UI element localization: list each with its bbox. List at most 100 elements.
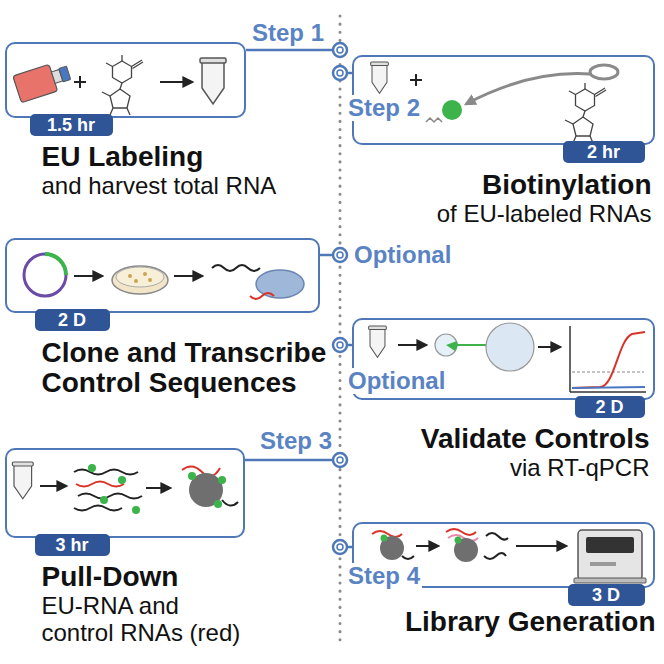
plus-sign [410,74,422,86]
sequencer [578,530,642,580]
leader-line [246,49,333,52]
petri-dish [128,274,132,278]
cell-flask [59,66,71,82]
reaction-well [446,341,457,351]
step-description: of EU-labeled RNAs [410,200,652,227]
qpcr-plot [572,332,645,388]
bead-library [455,537,462,544]
rna-mixture [132,506,140,514]
reaction-well [486,323,534,371]
timeline-dot [337,544,343,550]
arrow [74,275,102,277]
step-description: EU-RNA and control RNAs (red) [42,592,251,646]
tube [371,62,389,93]
duration-label: 2 hr [587,141,620,163]
nucleoside [102,55,143,115]
rna-mixture [74,470,138,475]
tube [12,462,33,499]
duration-tab: 2 D [575,396,645,418]
step-description: and harvest total RNA [42,172,332,199]
step-caption: Biotinylationof EU-labeled RNAs [410,170,652,227]
streptavidin-bead [182,466,238,508]
streptavidin-bead [189,473,223,507]
rna-mixture [88,464,96,472]
timeline-dot [333,338,347,352]
rna-mixture [118,476,126,484]
rna-mixture [76,482,124,487]
sequencer [574,578,646,583]
rna-mixture [78,494,142,499]
streptavidin-bead [188,472,196,480]
duration-label: 2 D [595,396,623,418]
timeline-dot [337,252,343,258]
step-title: Clone and Transcribe Control Sequences [42,338,342,398]
transcription [212,265,304,299]
duration-label: 3 hr [55,534,88,556]
qpcr-plot [570,391,646,393]
duration-label: 3 D [592,584,620,606]
plus-sign [415,74,417,86]
step-description: via RT-qPCR [380,454,650,481]
plasmid [45,254,66,275]
sequencer [574,530,646,583]
bead-library [484,553,506,559]
bead-library [381,535,388,542]
step-label: Step 2 [346,95,422,121]
leader-line [320,254,333,257]
duration-tab: 1.5 hr [30,114,113,136]
bead-library [486,533,508,540]
plasmid [24,254,66,296]
streptavidin-bead [218,476,226,484]
arrow [40,485,66,487]
biotin-azide [426,118,442,122]
step-caption: Library Generation [380,607,656,637]
step-title: Pull-Down [42,562,251,592]
timeline-dot [333,540,347,554]
step-caption: Pull-DownEU-RNA and control RNAs (red) [42,562,251,646]
arrow [398,344,426,346]
timeline-dot [333,248,347,262]
step-label: Step 4 [346,563,422,589]
step-title: Validate Controls [380,424,650,454]
nucleoside [565,83,606,143]
qpcr-plot [570,326,646,392]
step-box: Clone and Transcribe Control Sequences2 … [5,238,320,313]
arrow [516,545,566,547]
step-title: Biotinylation [410,170,652,200]
petri-dish [143,272,147,276]
timeline-dot [337,342,343,348]
duration-label: 2 D [58,309,86,331]
leader-line [245,459,333,462]
step-title: Library Generation [380,607,656,637]
step-caption: Validate Controlsvia RT-qPCR [380,424,650,481]
rna-mixture [74,464,142,514]
bead-library [446,529,508,562]
plus-sign [74,76,86,88]
step-label: Step 3 [258,428,334,454]
step-box: Pull-DownEU-RNA and control RNAs (red)3 … [5,448,245,538]
arrow [174,275,202,277]
click-arrow [466,65,618,104]
plus-sign [79,76,81,88]
click-arrow [590,65,618,79]
step-box: EU Labelingand harvest total RNA1.5 hr [5,42,246,118]
qpcr-plot [572,387,645,388]
timeline-dot [337,70,343,76]
petri-dish [112,266,168,294]
reaction-well [457,344,486,346]
step-label: Step 1 [250,20,326,46]
biotin-azide [426,100,462,122]
bead-library [446,529,476,535]
transcription [250,293,274,299]
rna-mixture [74,506,122,511]
reaction-well [435,334,457,356]
duration-tab: 2 D [35,309,110,331]
streptavidin-bead [214,500,222,508]
timeline-dot [333,43,347,554]
plasmid [24,254,66,296]
duration-tab: 3 hr [35,534,110,556]
timeline-dot [333,66,347,80]
timeline-dot [333,43,347,57]
tube [200,58,226,104]
step-caption: EU Labelingand harvest total RNA [42,142,332,199]
